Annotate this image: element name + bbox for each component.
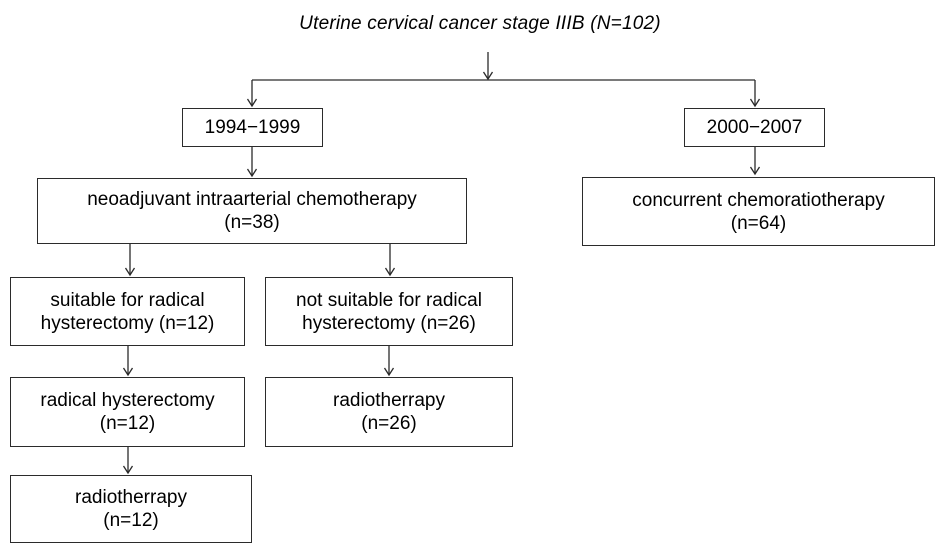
node-count: (n=26) [361,413,417,434]
node-period-1994-1999: 1994−1999 [182,108,323,147]
node-label: 1994−1999 [204,117,301,138]
node-not-suitable-for-radical-hysterectomy: not suitable for radical hysterectomy (n… [265,277,513,346]
node-label: neoadjuvant intraarterial chemotherapy [87,189,417,210]
node-label: 2000−2007 [706,117,803,138]
node-count: (n=12) [99,413,156,434]
node-label: not suitable for radical hysterectomy (n… [296,289,482,334]
node-radiotherapy-n12: radiotherrapy (n=12) [10,475,252,543]
node-neoadjuvant-chemotherapy: neoadjuvant intraarterial chemotherapy (… [37,178,467,244]
node-radical-hysterectomy: radical hysterectomy (n=12) [10,377,245,447]
node-label: radiotherrapy [75,487,187,508]
node-label: concurrent chemoratiotherapy [632,189,885,211]
node-period-2000-2007: 2000−2007 [684,108,825,147]
node-label: radical hysterectomy [40,390,215,411]
node-label: radiotherrapy [333,390,445,411]
node-count: (n=12) [103,510,159,531]
node-count: (n=64) [730,212,787,234]
node-count: (n=38) [224,212,280,233]
node-concurrent-chemoradiotherapy: concurrent chemoratiotherapy (n=64) [582,177,935,246]
diagram-title: Uterine cervical cancer stage IIIB (N=10… [299,13,661,34]
node-radiotherapy-n26: radiotherrapy (n=26) [265,377,513,447]
node-suitable-for-radical-hysterectomy: suitable for radical hysterectomy (n=12) [10,277,245,346]
node-label: suitable for radical hysterectomy (n=12) [40,289,215,334]
